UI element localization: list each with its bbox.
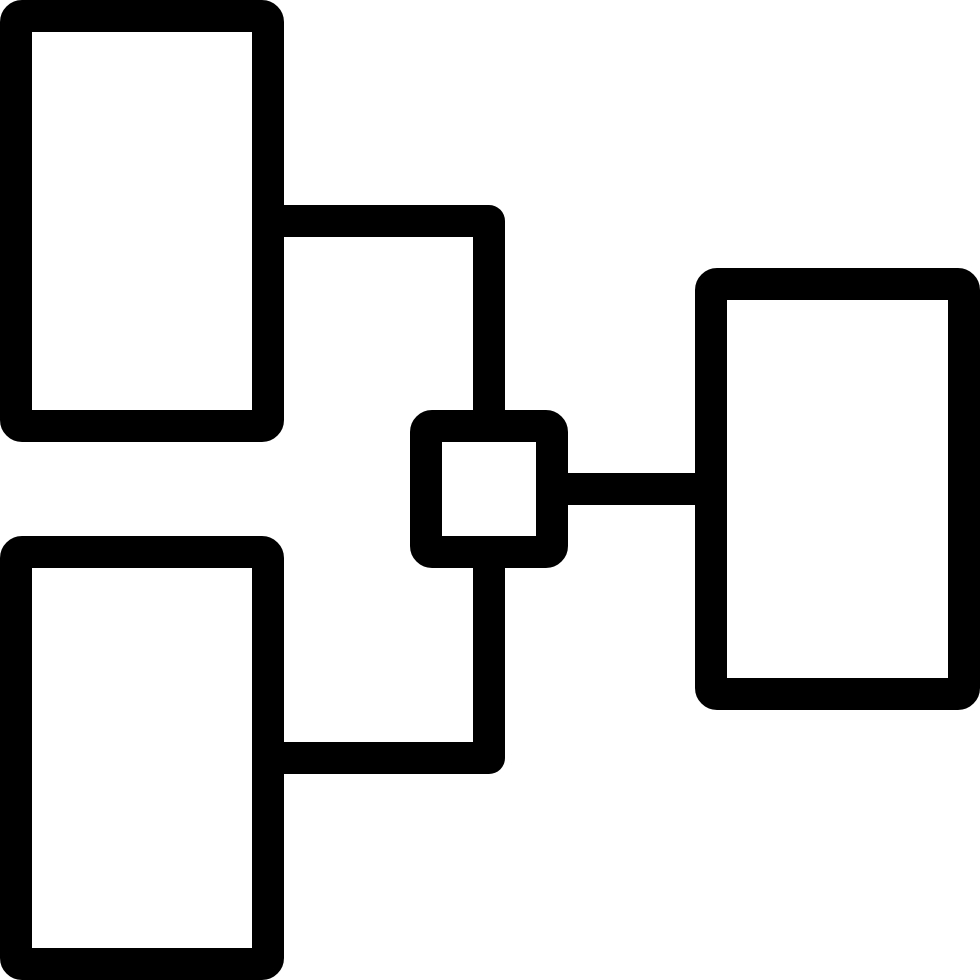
connector-bottom-to-junction: [268, 552, 505, 774]
source-node-top: [0, 0, 284, 442]
source-node-bottom: [0, 536, 284, 980]
connector-top-to-junction: [268, 205, 505, 426]
target-node: [695, 268, 980, 710]
junction-node: [410, 410, 568, 568]
